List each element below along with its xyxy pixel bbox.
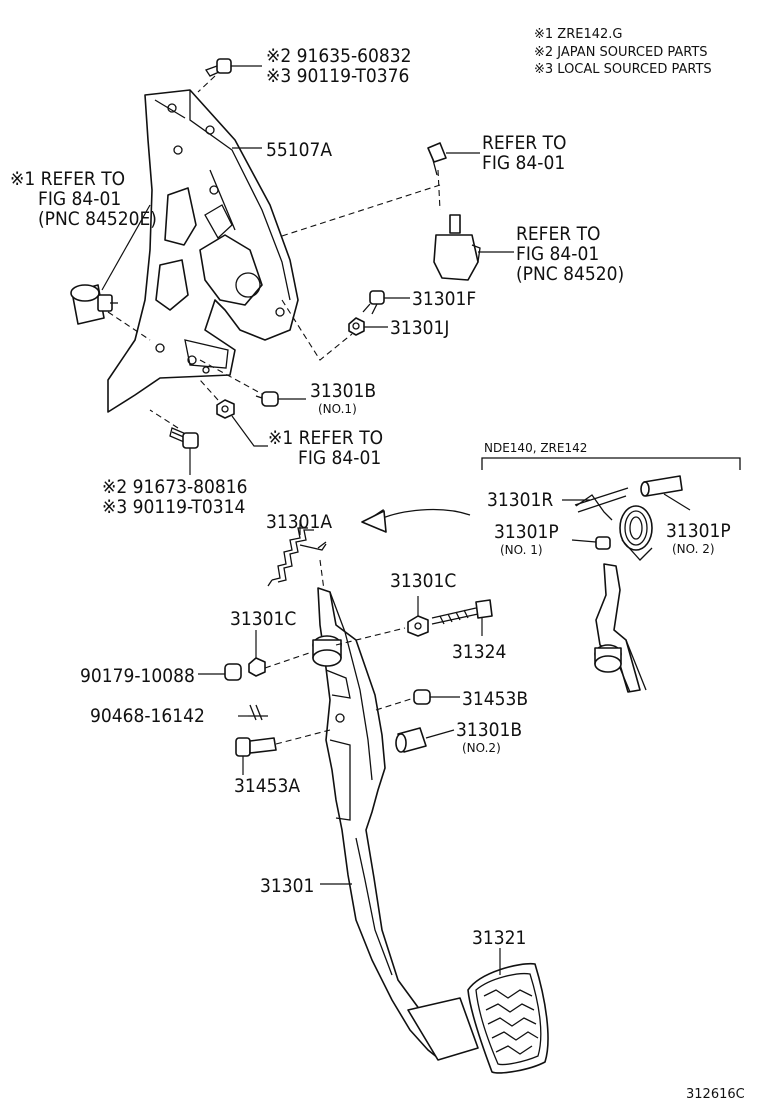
label-inset-caption: NDE140, ZRE142 — [484, 441, 587, 455]
leader-lines — [101, 65, 691, 975]
label-inset-bush-p1: 31301P — [494, 521, 559, 543]
label-bolt-bottom-b: ※3 90119-T0314 — [102, 496, 245, 518]
label-cushion-31301b-no1-sub: (NO.1) — [318, 402, 357, 416]
label-bracket-55107a: 55107A — [266, 139, 332, 161]
inset-frame — [481, 457, 741, 470]
label-inset-bush-p1-sub: (NO. 1) — [500, 543, 543, 557]
label-cushion-31301b-no1: 31301B — [310, 380, 376, 402]
label-bushing-31301c-left: 31301C — [230, 608, 296, 630]
label-stop-switch-3: (PNC 84520) — [516, 263, 624, 285]
label-bushing-31301c-upper: 31301C — [390, 570, 456, 592]
label-switch-left-3: (PNC 84520E) — [38, 208, 157, 230]
bolt-bottom-icon — [169, 427, 199, 449]
note-1: ※1 ZRE142.G — [534, 27, 622, 42]
label-inset-bush-p2-sub: (NO. 2) — [672, 542, 715, 556]
cushion-31301f-icon — [362, 290, 385, 315]
return-spring-icon — [267, 527, 327, 587]
label-pin-31453a: 31453A — [234, 775, 300, 797]
part-labels: ※2 91635-60832 ※3 90119-T0376 55107A ※1 … — [10, 45, 731, 949]
label-nut-31301j: 31301J — [390, 317, 449, 339]
brake-pedal-drawing — [312, 587, 479, 1061]
clip-90468-icon — [248, 704, 268, 721]
label-inset-bush-p2: 31301P — [666, 520, 731, 542]
drawing-number: 312616C — [686, 1087, 745, 1102]
inset-spring-icon — [574, 487, 653, 561]
label-cushion-31301b-no2-sub: (NO.2) — [462, 741, 501, 755]
label-cushion-31301b-no2: 31301B — [456, 719, 522, 741]
label-stop-switch-2: FIG 84-01 — [516, 243, 599, 265]
label-inset-spring-31301r: 31301R — [487, 489, 553, 511]
label-switch-left-1: ※1 REFER TO — [10, 168, 125, 190]
bolt-31324-icon — [431, 599, 493, 625]
inset-bush-p1-icon — [595, 536, 611, 550]
pedal-bracket-drawing — [107, 89, 299, 413]
label-nut-90179: 90179-10088 — [80, 665, 195, 687]
label-clip-ref-2: FIG 84-01 — [482, 152, 565, 174]
cushion-31301b-no2-icon — [395, 727, 427, 753]
bushing-31301c-upper-icon — [407, 615, 429, 637]
label-spring-31301a: 31301A — [266, 511, 332, 533]
pedal-pad-icon — [467, 962, 549, 1074]
label-pin-31453b: 31453B — [462, 688, 528, 710]
label-clip-90468: 90468-16142 — [90, 705, 205, 727]
label-bolt-top-a: ※2 91635-60832 — [266, 45, 412, 67]
cushion-31301b-no1-icon — [255, 391, 279, 407]
label-stop-switch-1: REFER TO — [516, 223, 601, 245]
nut-bracket-icon — [216, 399, 235, 419]
label-bolt-31324: 31324 — [452, 641, 506, 663]
label-pad-31321: 31321 — [472, 927, 526, 949]
label-pedal-31301: 31301 — [260, 875, 314, 897]
pin-31453b-icon — [413, 689, 431, 705]
pedal-switch-left-icon — [70, 284, 118, 325]
notes-legend: ※1 ZRE142.G ※2 JAPAN SOURCED PARTS ※3 LO… — [534, 27, 712, 77]
stop-lamp-switch-icon — [427, 142, 481, 281]
label-nut-ref-2: FIG 84-01 — [298, 447, 381, 469]
note-2: ※2 JAPAN SOURCED PARTS — [534, 45, 708, 60]
inset-bush-p2-icon — [640, 475, 683, 497]
label-switch-left-2: FIG 84-01 — [38, 188, 121, 210]
label-nut-ref-1: ※1 REFER TO — [268, 427, 383, 449]
label-bolt-bottom-a: ※2 91673-80816 — [102, 476, 248, 498]
bushing-31301c-left-icon — [248, 657, 266, 677]
nut-90179-icon — [224, 663, 242, 681]
bolt-top-icon — [205, 58, 232, 77]
label-clip-ref-1: REFER TO — [482, 132, 567, 154]
label-bolt-top-b: ※3 90119-T0376 — [266, 65, 409, 87]
nut-31301j-icon — [348, 317, 365, 336]
inset-pedal-arm-icon — [594, 563, 647, 693]
note-3: ※3 LOCAL SOURCED PARTS — [534, 62, 712, 77]
pin-31453a-icon — [235, 737, 277, 757]
label-cushion-31301f: 31301F — [412, 288, 476, 310]
